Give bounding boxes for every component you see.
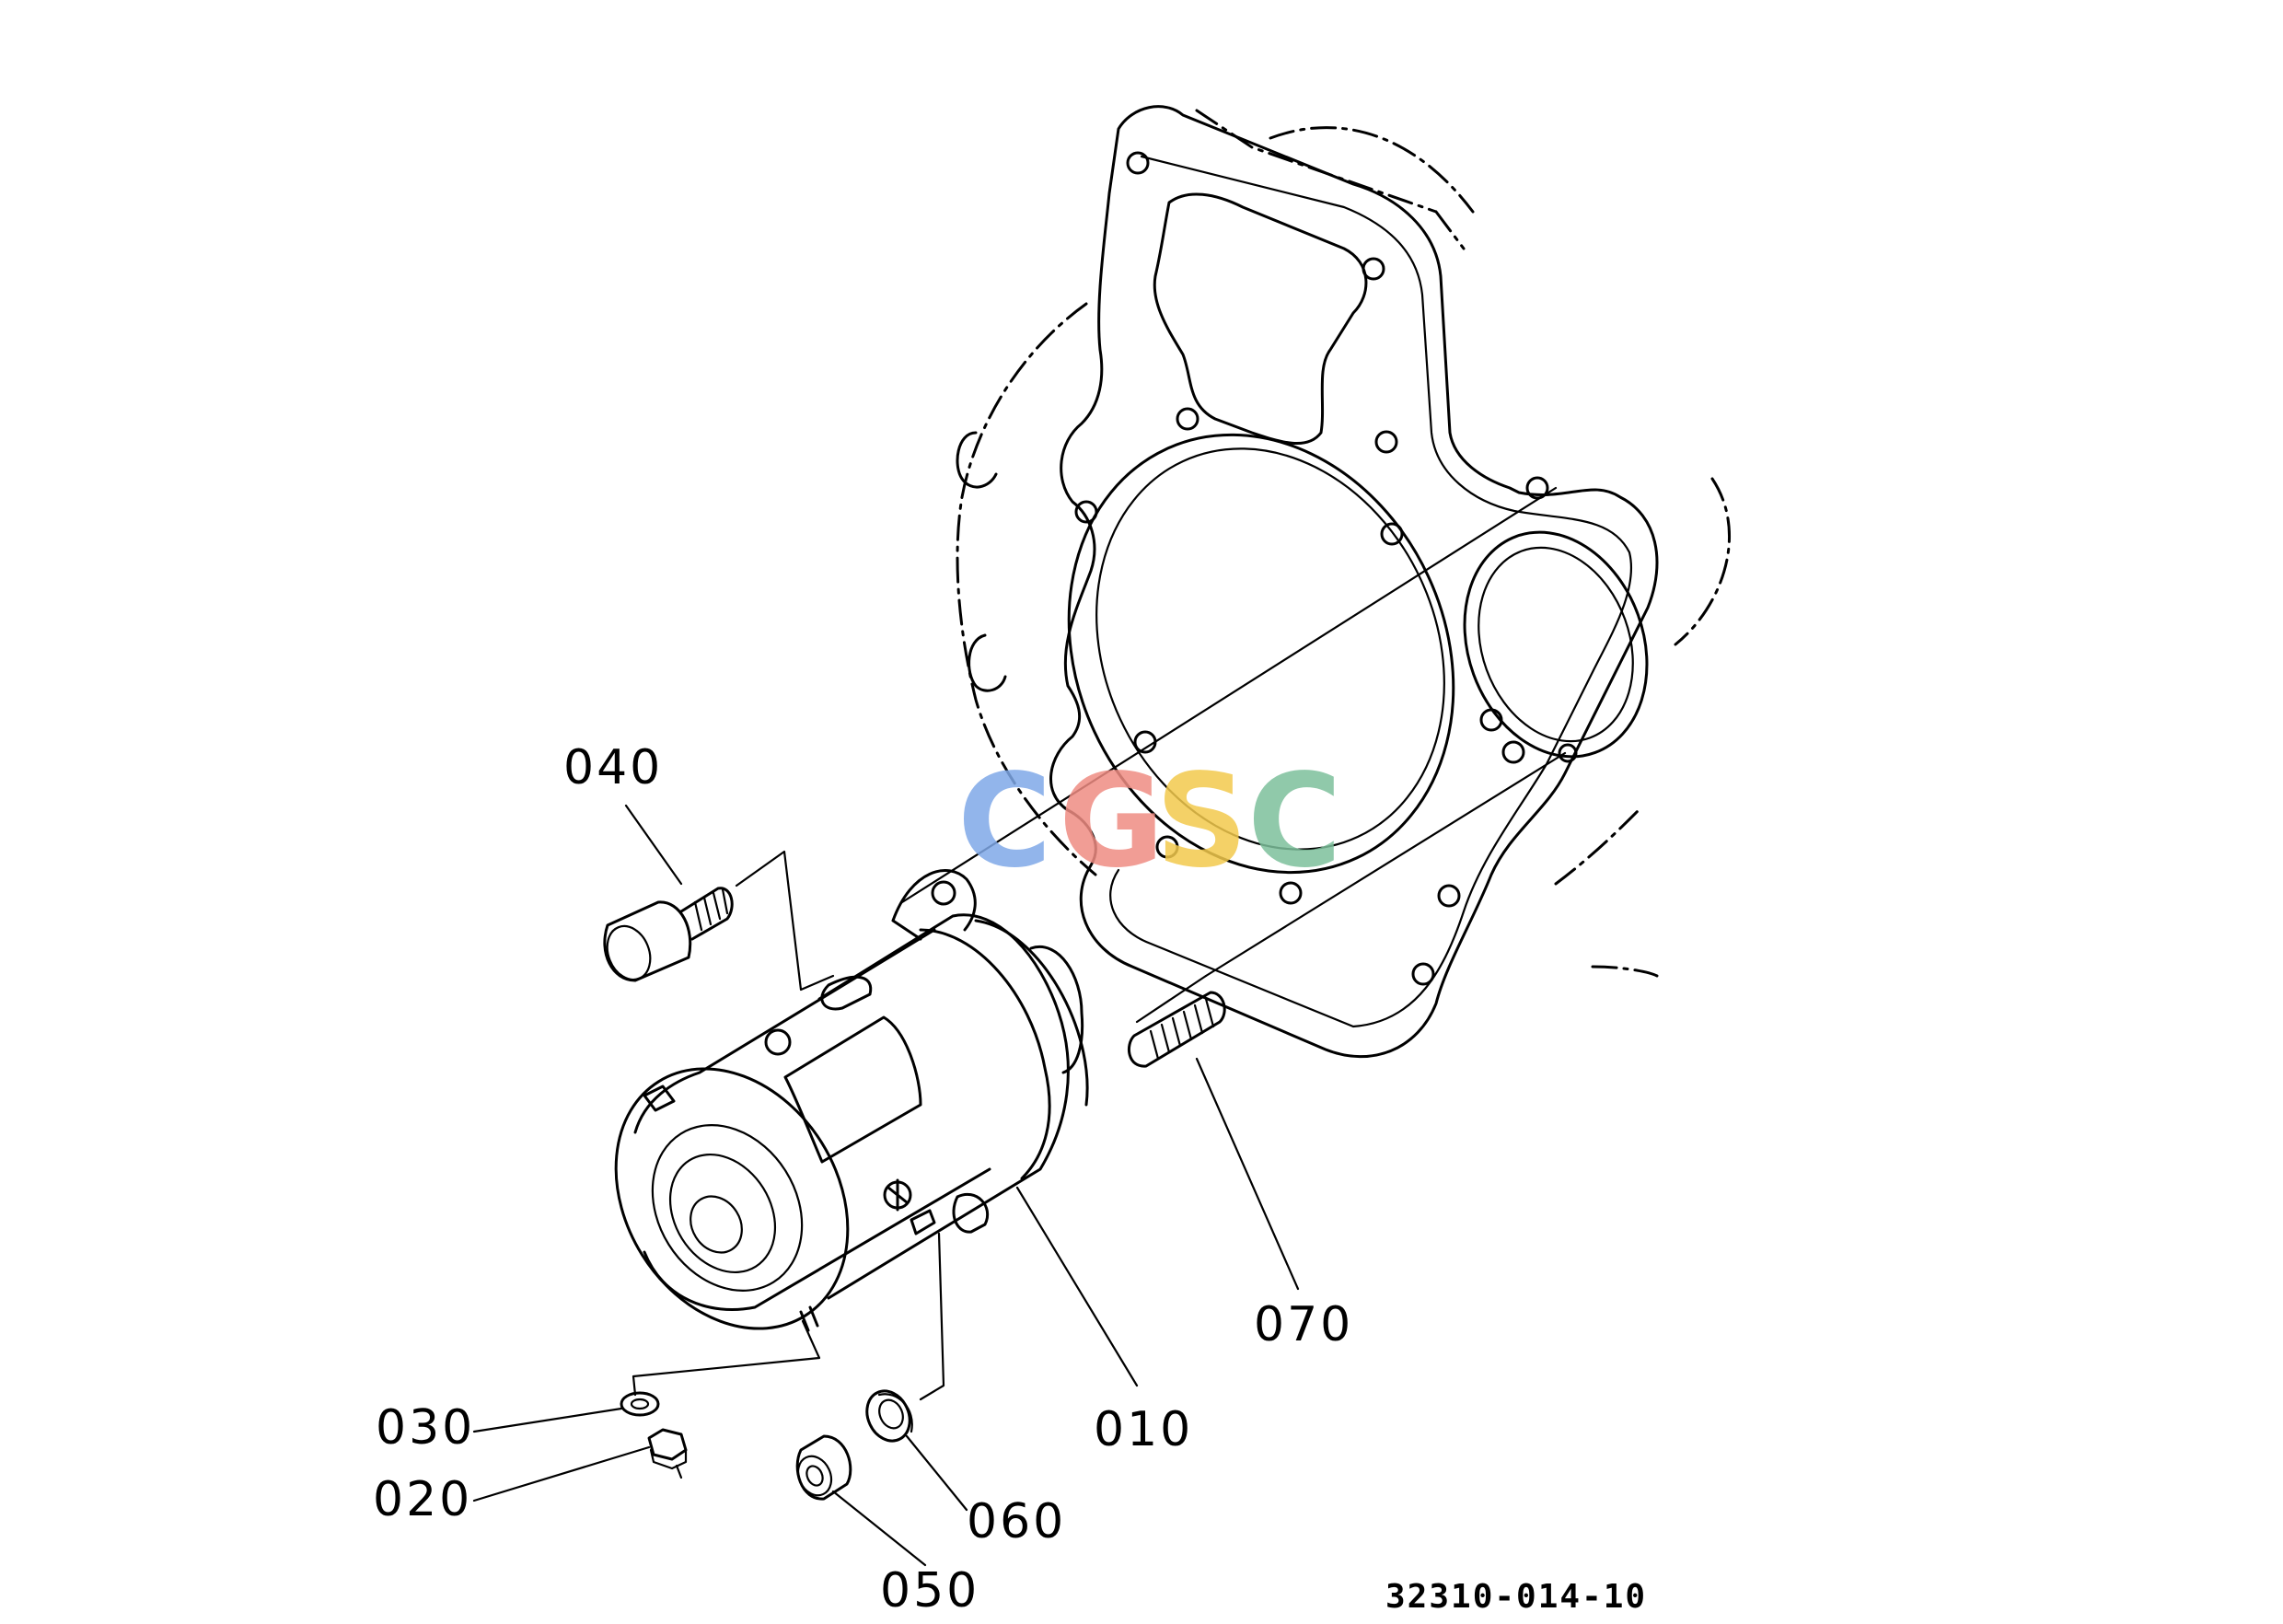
housing-outline bbox=[956, 126, 1732, 876]
leader-050 bbox=[831, 1490, 927, 1567]
flange-bolt-hole bbox=[931, 880, 956, 906]
leader-hardware-right bbox=[919, 1232, 945, 1401]
cgsc-watermark: C G S C bbox=[957, 762, 1342, 882]
starter-motor bbox=[614, 869, 1089, 1332]
drawing-code: 32310-014-10 bbox=[1385, 1578, 1648, 1616]
bolt-040-leader bbox=[735, 850, 835, 992]
alignment-lines bbox=[900, 486, 1567, 1024]
end-cover-ring2 bbox=[668, 1153, 777, 1274]
label-070: 070 bbox=[1254, 1297, 1354, 1352]
starter-nose bbox=[1029, 945, 1084, 1074]
starter-flange bbox=[891, 869, 977, 941]
flywheel-housing bbox=[956, 105, 1732, 1059]
upper-window bbox=[1153, 192, 1368, 446]
bolt-040-face bbox=[606, 924, 652, 981]
end-cover-ring1 bbox=[651, 1124, 804, 1292]
terminal-top bbox=[764, 1028, 792, 1056]
starter-body-top-edge bbox=[633, 928, 936, 1134]
starter-band bbox=[952, 1192, 990, 1234]
nut-020 bbox=[647, 1428, 688, 1479]
label-060: 060 bbox=[967, 1494, 1067, 1549]
label-030: 030 bbox=[376, 1400, 476, 1456]
housing-top-edge bbox=[1195, 109, 1466, 250]
end-cover-bearing bbox=[690, 1195, 743, 1254]
leader-060 bbox=[905, 1434, 968, 1512]
leader-lines bbox=[472, 804, 1300, 1567]
watermark-letter-g: G bbox=[1059, 762, 1165, 882]
housing-boss-low bbox=[968, 633, 1007, 692]
starter-nameplate bbox=[783, 1015, 922, 1164]
main-bore-inner bbox=[1095, 447, 1445, 851]
watermark-letter-s: S bbox=[1155, 762, 1248, 882]
stud-070-body bbox=[1127, 991, 1226, 1068]
leader-hardware-left bbox=[632, 1319, 821, 1397]
watermark-letter-c2: C bbox=[1247, 762, 1342, 882]
leader-070 bbox=[1195, 1057, 1300, 1291]
label-050: 050 bbox=[880, 1563, 980, 1618]
starter-bore bbox=[1463, 530, 1649, 759]
washer-060 bbox=[865, 1389, 913, 1443]
starter-nose-ring bbox=[974, 919, 1089, 1107]
bolt-040 bbox=[603, 850, 835, 992]
stud-070 bbox=[1127, 991, 1226, 1068]
washer-030 bbox=[620, 1391, 660, 1417]
terminal-cross bbox=[887, 1178, 909, 1212]
leader-010 bbox=[1015, 1186, 1139, 1387]
label-020: 020 bbox=[373, 1472, 473, 1527]
leader-040 bbox=[624, 804, 683, 886]
starter-lug bbox=[643, 1085, 676, 1112]
starter-bore-inner bbox=[1478, 546, 1634, 743]
terminal-stud bbox=[910, 1209, 936, 1235]
bolt-040-head bbox=[603, 900, 692, 982]
main-bore bbox=[1067, 433, 1455, 875]
housing-boss-top bbox=[956, 431, 998, 489]
brush-box bbox=[820, 975, 873, 1011]
watermark-letter-c1: C bbox=[957, 762, 1052, 882]
starter-body-bottom-edge bbox=[643, 1167, 991, 1311]
bolt-040-shank bbox=[679, 887, 734, 941]
label-010: 010 bbox=[1094, 1402, 1194, 1457]
stud-070-thread bbox=[1149, 997, 1215, 1061]
starter-end-cover bbox=[614, 1067, 850, 1330]
bolt-040-thread bbox=[693, 887, 729, 932]
leader-020 bbox=[472, 1445, 651, 1502]
gasket-plate bbox=[1049, 105, 1659, 1059]
gasket-inner-line bbox=[1109, 155, 1633, 1028]
housing-lower-edge bbox=[1554, 808, 1659, 978]
label-040: 040 bbox=[563, 740, 664, 795]
nut-050 bbox=[795, 1434, 852, 1501]
starter-body bbox=[817, 913, 1070, 1300]
leader-030 bbox=[472, 1407, 623, 1433]
starter-screw bbox=[799, 1305, 819, 1332]
